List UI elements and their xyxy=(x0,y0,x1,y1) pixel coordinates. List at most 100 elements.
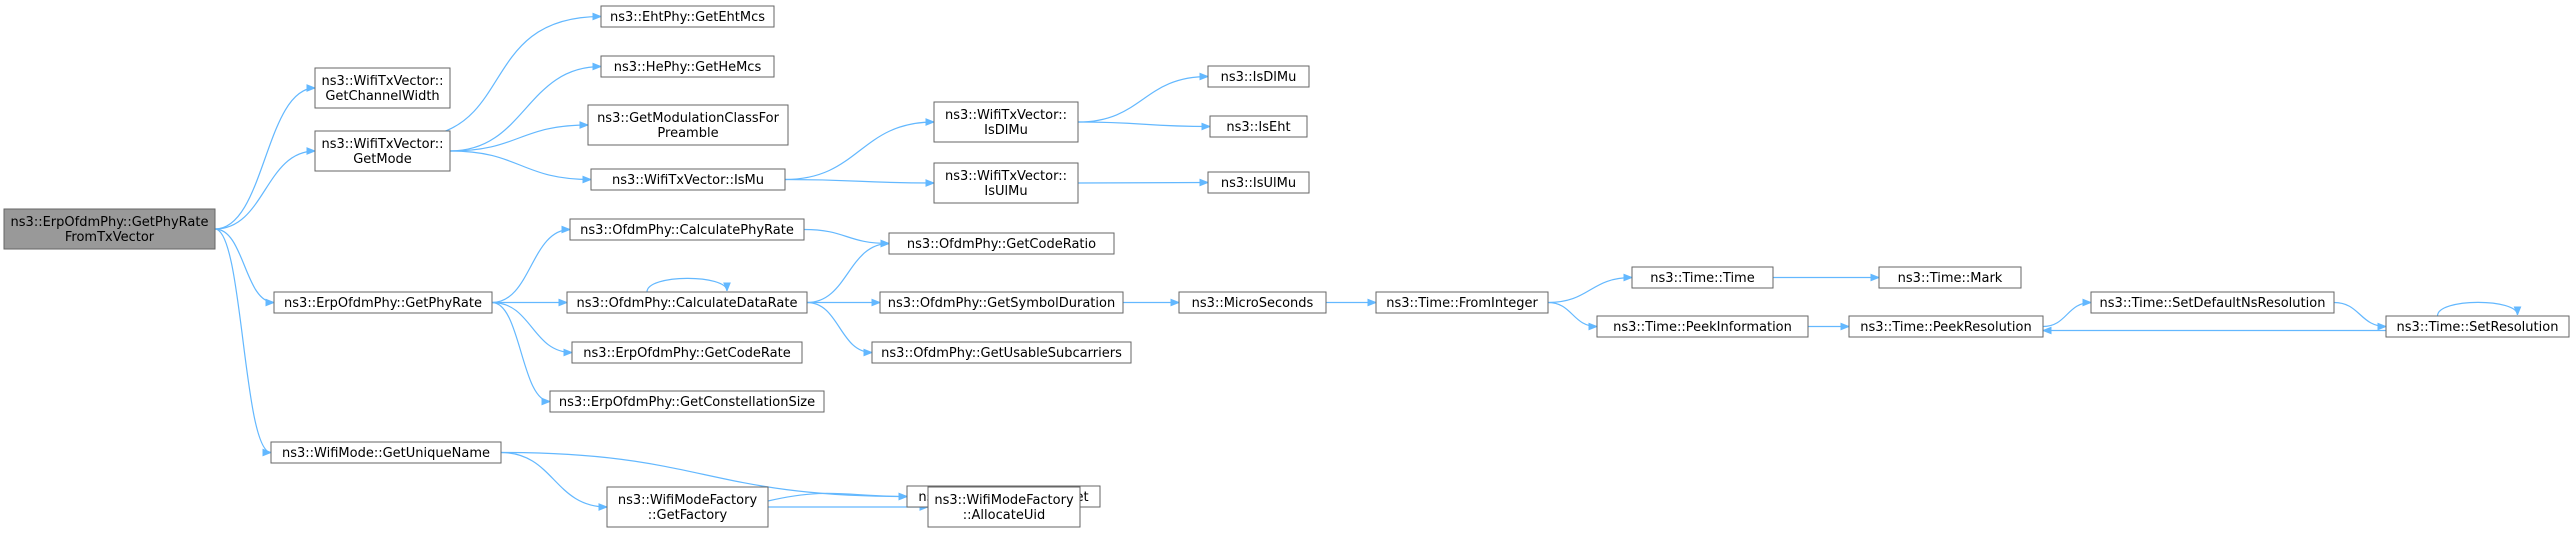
node-label: IsUlMu xyxy=(984,184,1027,199)
node-box xyxy=(314,130,451,172)
edges-layer xyxy=(214,17,2518,508)
node-label: ::GetFactory xyxy=(648,508,728,523)
node-eht-mcs[interactable]: ns3::EhtPhy::GetEhtMcs xyxy=(600,5,775,28)
node-box xyxy=(606,486,769,528)
node-label: GetChannelWidth xyxy=(325,89,439,104)
node-is-eht[interactable]: ns3::IsEht xyxy=(1209,115,1308,138)
node-label: ns3::IsUlMu xyxy=(1221,176,1296,191)
node-label: ns3::WifiTxVector:: xyxy=(321,137,443,152)
edge-is-dlmu-v-to-is-eht xyxy=(1077,121,1210,127)
node-peekres[interactable]: ns3::Time::PeekResolution xyxy=(1848,315,2044,338)
node-label: ns3::IsEht xyxy=(1226,120,1290,135)
node-label: ns3::WifiTxVector:: xyxy=(321,74,443,89)
node-is-ulmu[interactable]: ns3::IsUlMu xyxy=(1207,171,1310,194)
node-wm-uname[interactable]: ns3::WifiMode::GetUniqueName xyxy=(270,441,502,464)
node-box xyxy=(273,291,493,314)
node-label: ns3::GetModulationClassFor xyxy=(597,111,780,126)
node-box xyxy=(600,55,775,78)
edge-is-dlmu-v-to-is-dlmu xyxy=(1077,77,1208,123)
node-time-time[interactable]: ns3::Time::Time xyxy=(1631,266,1774,289)
node-label: ns3::OfdmPhy::GetCodeRatio xyxy=(907,237,1096,252)
node-txv-chw[interactable]: ns3::WifiTxVector::GetChannelWidth xyxy=(314,67,451,109)
node-box xyxy=(314,67,451,109)
node-box xyxy=(1207,171,1310,194)
node-label: ns3::Time::SetResolution xyxy=(2397,320,2559,335)
edge-ofdm-datarate-to-ofdm-coderatio xyxy=(806,244,889,304)
node-ofdm-datarate[interactable]: ns3::OfdmPhy::CalculateDataRate xyxy=(566,291,808,314)
node-box xyxy=(1596,315,1809,338)
edge-wm-uname-to-wmf-getfac xyxy=(500,451,607,508)
node-box xyxy=(566,291,808,314)
node-label: ns3::Time::Time xyxy=(1650,271,1754,286)
node-time-mark[interactable]: ns3::Time::Mark xyxy=(1878,266,2022,289)
node-wmf-getfac[interactable]: ns3::WifiModeFactory::GetFactory xyxy=(606,486,769,528)
edge-is-mu-to-is-ulmu-v xyxy=(784,178,934,184)
node-setres[interactable]: ns3::Time::SetResolution xyxy=(2385,315,2570,338)
node-box xyxy=(1631,266,1774,289)
node-label: ::AllocateUid xyxy=(963,508,1045,523)
node-box xyxy=(270,441,502,464)
node-ofdm-symdur[interactable]: ns3::OfdmPhy::GetSymbolDuration xyxy=(879,291,1124,314)
node-box xyxy=(569,218,805,241)
node-box xyxy=(871,341,1132,364)
node-peekinfo[interactable]: ns3::Time::PeekInformation xyxy=(1596,315,1809,338)
node-erp-coderate[interactable]: ns3::ErpOfdmPhy::GetCodeRate xyxy=(571,341,803,364)
edge-ofdm-phyrate-to-ofdm-coderatio xyxy=(803,228,889,244)
node-ofdm-coderatio[interactable]: ns3::OfdmPhy::GetCodeRatio xyxy=(888,232,1115,255)
node-box xyxy=(1848,315,2044,338)
node-label: FromTxVector xyxy=(65,230,155,245)
edge-fromint-to-peekinfo xyxy=(1547,301,1597,327)
node-box xyxy=(879,291,1124,314)
edge-txv-mode-to-is-mu xyxy=(449,150,591,180)
node-fromint[interactable]: ns3::Time::FromInteger xyxy=(1375,291,1549,314)
node-box xyxy=(927,486,1081,528)
node-box xyxy=(587,104,789,146)
node-is-dlmu-v[interactable]: ns3::WifiTxVector::IsDlMu xyxy=(933,101,1079,143)
node-label: ns3::HePhy::GetHeMcs xyxy=(614,60,762,75)
node-box xyxy=(888,232,1115,255)
edge-root-to-txv-chw xyxy=(214,88,315,230)
node-box xyxy=(1209,115,1308,138)
node-wmf-alloc[interactable]: ns3::WifiModeFactory::AllocateUid xyxy=(927,486,1081,528)
edge-setres-to-setres xyxy=(2436,301,2518,317)
node-box xyxy=(549,390,825,413)
node-txv-mode[interactable]: ns3::WifiTxVector::GetMode xyxy=(314,130,451,172)
edge-wm-uname-to-wmf-get xyxy=(500,451,907,497)
edge-wmf-getfac-to-wmf-get xyxy=(767,493,907,502)
node-label: ns3::EhtPhy::GetEhtMcs xyxy=(610,10,765,25)
node-he-mcs[interactable]: ns3::HePhy::GetHeMcs xyxy=(600,55,775,78)
node-box xyxy=(600,5,775,28)
edge-root-to-erp-rate xyxy=(214,228,275,303)
edge-erp-rate-to-ofdm-phyrate xyxy=(491,230,570,304)
node-label: ns3::Time::SetDefaultNsResolution xyxy=(2100,296,2326,311)
node-box xyxy=(590,168,786,191)
edge-ofdm-datarate-to-ofdm-subc xyxy=(806,301,872,353)
node-label: ns3::MicroSeconds xyxy=(1192,296,1314,311)
node-label: ns3::OfdmPhy::GetUsableSubcarriers xyxy=(881,346,1122,361)
node-box xyxy=(1375,291,1549,314)
node-box xyxy=(571,341,803,364)
node-label: ns3::Time::Mark xyxy=(1898,271,2003,286)
node-ofdm-subc[interactable]: ns3::OfdmPhy::GetUsableSubcarriers xyxy=(871,341,1132,364)
node-is-mu[interactable]: ns3::WifiTxVector::IsMu xyxy=(590,168,786,191)
edge-is-ulmu-v-to-is-ulmu xyxy=(1077,183,1208,184)
node-box xyxy=(1178,291,1327,314)
node-erp-rate[interactable]: ns3::ErpOfdmPhy::GetPhyRate xyxy=(273,291,493,314)
node-is-dlmu[interactable]: ns3::IsDlMu xyxy=(1207,65,1310,88)
node-label: ns3::OfdmPhy::CalculatePhyRate xyxy=(580,223,794,238)
node-ofdm-phyrate[interactable]: ns3::OfdmPhy::CalculatePhyRate xyxy=(569,218,805,241)
edge-root-to-txv-mode xyxy=(214,151,315,230)
node-erp-const[interactable]: ns3::ErpOfdmPhy::GetConstellationSize xyxy=(549,390,825,413)
node-box xyxy=(1207,65,1310,88)
node-label: ns3::Time::FromInteger xyxy=(1386,296,1538,311)
node-label: ns3::ErpOfdmPhy::GetPhyRate xyxy=(284,296,482,311)
edge-txv-mode-to-mod-class xyxy=(449,125,588,152)
node-box xyxy=(933,101,1079,143)
node-is-ulmu-v[interactable]: ns3::WifiTxVector::IsUlMu xyxy=(933,162,1079,204)
node-setdefres[interactable]: ns3::Time::SetDefaultNsResolution xyxy=(2090,291,2335,314)
node-label: ns3::IsDlMu xyxy=(1221,70,1297,85)
node-micro[interactable]: ns3::MicroSeconds xyxy=(1178,291,1327,314)
